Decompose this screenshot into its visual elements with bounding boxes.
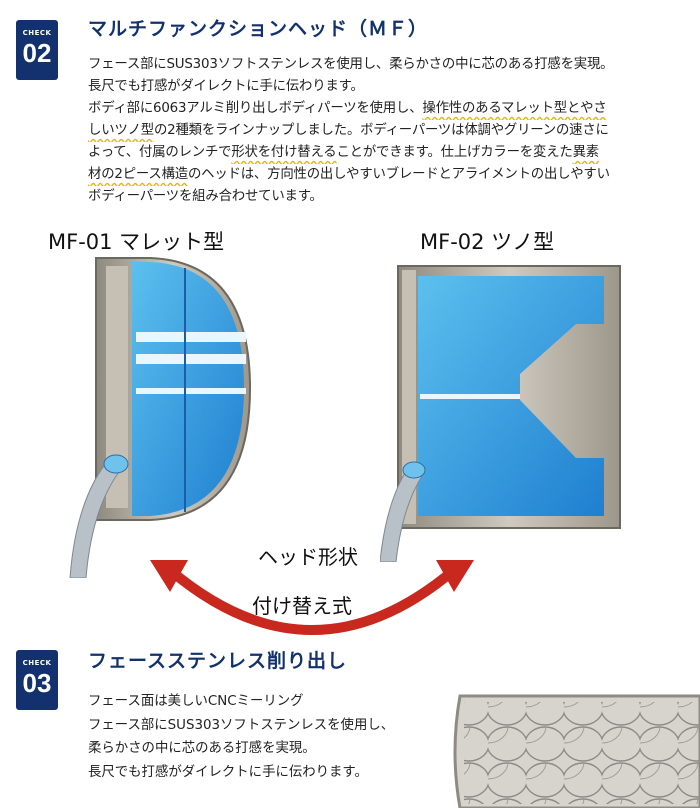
text-line: フェース面は美しいCNCミーリング: [88, 694, 304, 709]
arrow-label-line2: 付け替え式: [252, 594, 352, 618]
underlined-text: 形状を付け替える: [231, 145, 337, 160]
model-label-mf01: MF-01 マレット型: [48, 230, 225, 254]
mf-description: フェース部にSUS303ソフトステンレスを使用し、柔らかさの中に芯のある打感を実…: [88, 54, 688, 208]
face-description: フェース面は美しいCNCミーリング フェース部にSUS303ソフトステンレスを使…: [88, 690, 448, 784]
model-label-mf02: MF-02 ツノ型: [420, 230, 555, 254]
arrow-label-line1: ヘッド形状: [258, 545, 358, 569]
badge-number: 03: [22, 668, 52, 698]
text-segment: 長尺でも打感がダイレクトに手に伝わります。: [88, 79, 364, 94]
underlined-text: しいツノ型: [88, 123, 154, 138]
text-segment: ことができます。仕上げカラーを変えた: [336, 145, 573, 160]
text-segment: フェース部にSUS303ソフトステンレスを使用し、柔らかさの中に芯のある打感を実…: [88, 57, 614, 72]
text-segment: ボディ部に6063アルミ削り出しボディパーツを使用し、: [88, 101, 423, 116]
section-heading-face: フェースステンレス削り出し: [88, 650, 348, 672]
text-segment: の2種類をラインナップしました。ボディーパーツは体調やグリーンの速さに: [153, 123, 609, 138]
underlined-text: 操作性のあるマレット型とやさ: [422, 101, 607, 116]
text-line: 柔らかさの中に芯のある打感を実現。: [88, 741, 316, 756]
badge-label: CHECK: [22, 659, 52, 667]
text-line: フェース部にSUS303ソフトステンレスを使用し、柔らかさの中に芯のある打感を実…: [88, 54, 688, 76]
text-line: 長尺でも打感がダイレクトに手に伝わります。: [88, 764, 368, 780]
check-03-badge: CHECK 03: [16, 650, 58, 710]
underlined-text: 異素: [572, 145, 600, 160]
text-line: ボディ部に6063アルミ削り出しボディパーツを使用し、操作性のあるマレット型とや…: [88, 98, 688, 120]
check-02-badge: CHECK 02: [16, 20, 58, 80]
fang-putter-image: [380, 265, 621, 562]
badge-number: 02: [22, 38, 52, 68]
text-line: よって、付属のレンチで形状を付け替えることができます。仕上げカラーを変えた異素: [88, 142, 688, 164]
mallet-putter-image: [69, 257, 252, 578]
text-line: ボディーパーツを組み合わせています。: [88, 186, 688, 208]
text-segment: ボディーパーツを組み合わせています。: [88, 189, 323, 204]
underlined-text: 材の2ピース構造: [88, 167, 188, 182]
text-line: 長尺でも打感がダイレクトに手に伝わります。: [88, 76, 688, 98]
text-line: しいツノ型の2種類をラインナップしました。ボディーパーツは体調やグリーンの速さに: [88, 120, 688, 142]
section-heading-mf: マルチファンクションヘッド（ＭＦ）: [88, 18, 429, 40]
swap-arrow-icon: [150, 560, 474, 635]
text-segment: よって、付属のレンチで: [88, 145, 232, 160]
text-line: 材の2ピース構造のヘッドは、方向性の出しやすいブレードとアライメントの出しやすい: [88, 164, 688, 186]
milled-face-image: [453, 694, 700, 808]
badge-label: CHECK: [22, 29, 52, 37]
text-segment: のヘッドは、方向性の出しやすいブレードとアライメントの出しやすい: [187, 167, 610, 182]
text-line: フェース部にSUS303ソフトステンレスを使用し、: [88, 717, 395, 733]
